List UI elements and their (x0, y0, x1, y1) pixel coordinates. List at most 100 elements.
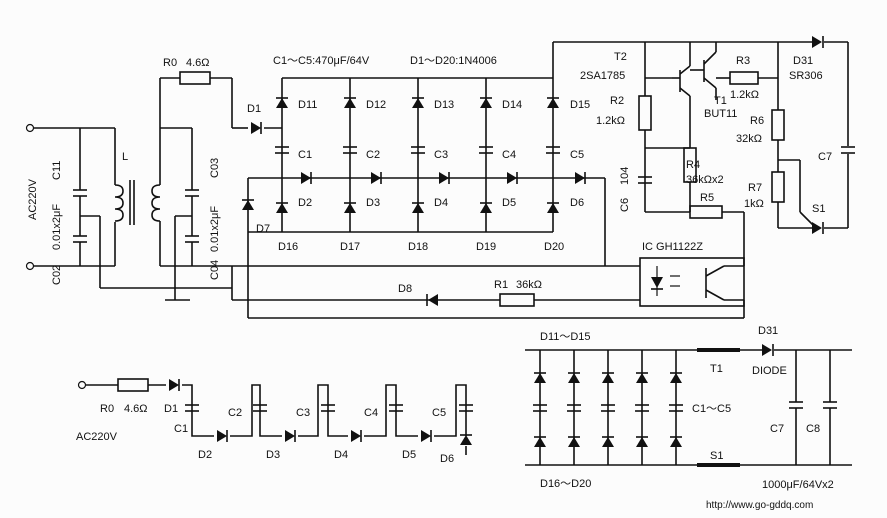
label-r6-value: 32kΩ (736, 133, 762, 145)
label-c04: C04 (209, 260, 221, 280)
label-d20: D20 (544, 241, 564, 253)
label-d16: D16 (278, 241, 298, 253)
ac-terminal-bottom (25, 261, 35, 271)
lower-label-dtop: D11～D15 (540, 331, 591, 343)
label-r0-value: 4.6Ω (186, 57, 210, 69)
resistor-r7 (771, 171, 785, 203)
label-d11: D11 (298, 99, 317, 111)
label-c3: C3 (434, 149, 448, 161)
label-d31: D31 (793, 55, 813, 67)
lower-label-c7: C7 (770, 423, 784, 435)
lower-label-d31: D31 (758, 325, 778, 337)
lower-label-caps: C1～C5 (692, 403, 731, 415)
lower-label-d4: D4 (334, 449, 348, 461)
label-r4-value: 36kΩx2 (686, 174, 724, 186)
label-d31-value: SR306 (789, 70, 823, 82)
label-s1: S1 (812, 203, 825, 215)
lower-label-d1: D1 (164, 403, 178, 415)
label-d3: D3 (366, 197, 380, 209)
optocoupler-ic (639, 257, 745, 307)
label-c6: C6 (619, 198, 631, 212)
label-r3: R3 (736, 55, 750, 67)
lower-label-ac: AC220V (76, 431, 118, 443)
lower-label-s1: S1 (710, 450, 723, 462)
label-d19: D19 (476, 241, 496, 253)
label-ic: IC GH1122Z (642, 241, 703, 253)
label-r5: R5 (700, 192, 714, 204)
ladder-column-1 (274, 78, 290, 232)
label-d12: D12 (366, 99, 386, 111)
ladder-column-5 (545, 78, 561, 232)
label-d13: D13 (434, 99, 454, 111)
label-d8: D8 (398, 283, 412, 295)
resistor-r0 (179, 71, 211, 85)
label-c7: C7 (818, 151, 832, 163)
lower-label-d2: D2 (198, 449, 212, 461)
resistor-r3 (729, 71, 759, 85)
label-r1: R1 (494, 279, 508, 291)
resistor-r1 (499, 293, 535, 307)
lower-label-d6: D6 (440, 453, 454, 465)
label-r0: R0 (163, 57, 177, 69)
lower-ac-terminal (77, 380, 87, 390)
label-d15: D15 (570, 99, 590, 111)
label-r1-value: 36kΩ (516, 279, 542, 291)
label-c11-value: 0.01x2μF (51, 204, 63, 250)
resistor-r5 (689, 205, 723, 219)
lower-label-c4: C4 (364, 407, 378, 419)
label-r2-value: 1.2kΩ (596, 115, 625, 127)
label-c02: C02 (51, 265, 63, 285)
lower-label-c2: C2 (228, 407, 242, 419)
label-r6: R6 (750, 115, 764, 127)
ladder-column-2 (342, 78, 358, 232)
label-l: L (122, 151, 128, 163)
label-t2-value: 2SA1785 (580, 70, 625, 82)
label-c6-value: 104 (619, 167, 631, 185)
label-r7-value: 1kΩ (744, 198, 764, 210)
label-c5: C5 (570, 149, 584, 161)
lower-label-c1: C1 (174, 423, 188, 435)
lower-label-r0: R0 (100, 403, 114, 415)
lower-label-d5: D5 (402, 449, 416, 461)
label-r3-value: 1.2kΩ (730, 89, 759, 101)
lower-label-c8: C8 (806, 423, 820, 435)
label-t2: T2 (614, 51, 627, 63)
label-ac220v: AC220V (27, 178, 39, 220)
lower-label-c5: C5 (432, 407, 446, 419)
lower-label-c3: C3 (296, 407, 310, 419)
label-c03: C03 (209, 158, 221, 178)
ladder-column-4 (478, 78, 494, 232)
lower-label-t1: T1 (710, 363, 723, 375)
label-t1: T1 (714, 95, 727, 107)
ladder-column-3 (410, 78, 426, 232)
lower-label-d3: D3 (266, 449, 280, 461)
lower-label-r0-value: 4.6Ω (124, 403, 148, 415)
label-c4: C4 (502, 149, 516, 161)
label-c03-value: 0.01x2μF (209, 206, 221, 252)
label-r2: R2 (610, 95, 624, 107)
lower-label-cap-spec: 1000μF/64Vx2 (762, 479, 834, 491)
resistor-r6 (771, 109, 785, 141)
label-d7: D7 (256, 223, 270, 235)
label-c11: C11 (51, 161, 63, 180)
label-d2: D2 (298, 197, 312, 209)
common-mode-choke (114, 128, 161, 266)
resistor-r2 (638, 95, 652, 131)
label-c1: C1 (298, 149, 312, 161)
lower-bank (532, 350, 684, 465)
label-c2: C2 (366, 149, 380, 161)
label-r4: R4 (686, 159, 700, 171)
label-r7: R7 (748, 182, 762, 194)
ac-terminal-top (25, 123, 35, 133)
label-d14: D14 (502, 99, 522, 111)
label-d4: D4 (434, 197, 448, 209)
label-d6: D6 (570, 197, 584, 209)
label-d18: D18 (408, 241, 428, 253)
label-diode-spec: D1～D20:1N4006 (410, 55, 497, 67)
label-t1-value: BUT11 (704, 108, 737, 120)
label-d1: D1 (247, 103, 261, 115)
watermark-url: http://www.go-gddq.com (706, 500, 813, 511)
label-d5: D5 (502, 197, 516, 209)
